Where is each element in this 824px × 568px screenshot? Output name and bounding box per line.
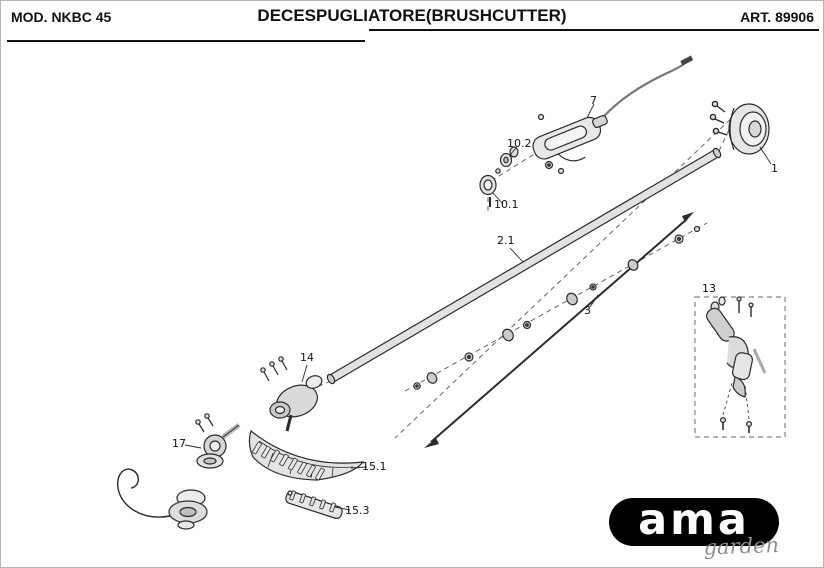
gear-head [260, 356, 323, 432]
drive-tube [326, 147, 722, 385]
brand-logo: ama [609, 498, 779, 546]
part-label: 2.1 [497, 234, 515, 247]
part-label: 7 [590, 94, 597, 107]
guard-teeth [252, 441, 325, 481]
part-label: 15.3 [345, 504, 370, 517]
leader-lines [184, 103, 772, 511]
clamp-parts [479, 146, 519, 207]
part-label: 10.1 [494, 198, 519, 211]
part-label: 1 [771, 162, 778, 175]
article-number: ART. 89906 [740, 9, 814, 25]
brand-tagline: garden [703, 532, 780, 560]
part-label: 15.1 [362, 460, 387, 473]
trimmer-head [117, 468, 208, 530]
part-label: 3 [584, 304, 591, 317]
header-rule-right [369, 29, 819, 31]
drive-shaft [424, 212, 694, 448]
header-rule-left [7, 40, 365, 42]
throttle-assembly [532, 55, 694, 175]
construction-lines [306, 112, 738, 439]
handle-inset [694, 296, 786, 438]
bevel-gear-assembly [195, 413, 241, 469]
engine-coupling [709, 100, 770, 155]
guard-extension [285, 490, 343, 519]
model-number: MOD. NKBC 45 [11, 9, 112, 25]
page-title: DECESPUGLIATORE(BRUSHCUTTER) [257, 6, 567, 25]
shaft-bushings [413, 225, 701, 390]
brand-logo-text: ama [638, 494, 750, 545]
part-label: 13 [702, 282, 716, 295]
part-label: 10.2 [507, 137, 532, 150]
part-label: 17 [172, 437, 186, 450]
part-label: 14 [300, 351, 314, 364]
